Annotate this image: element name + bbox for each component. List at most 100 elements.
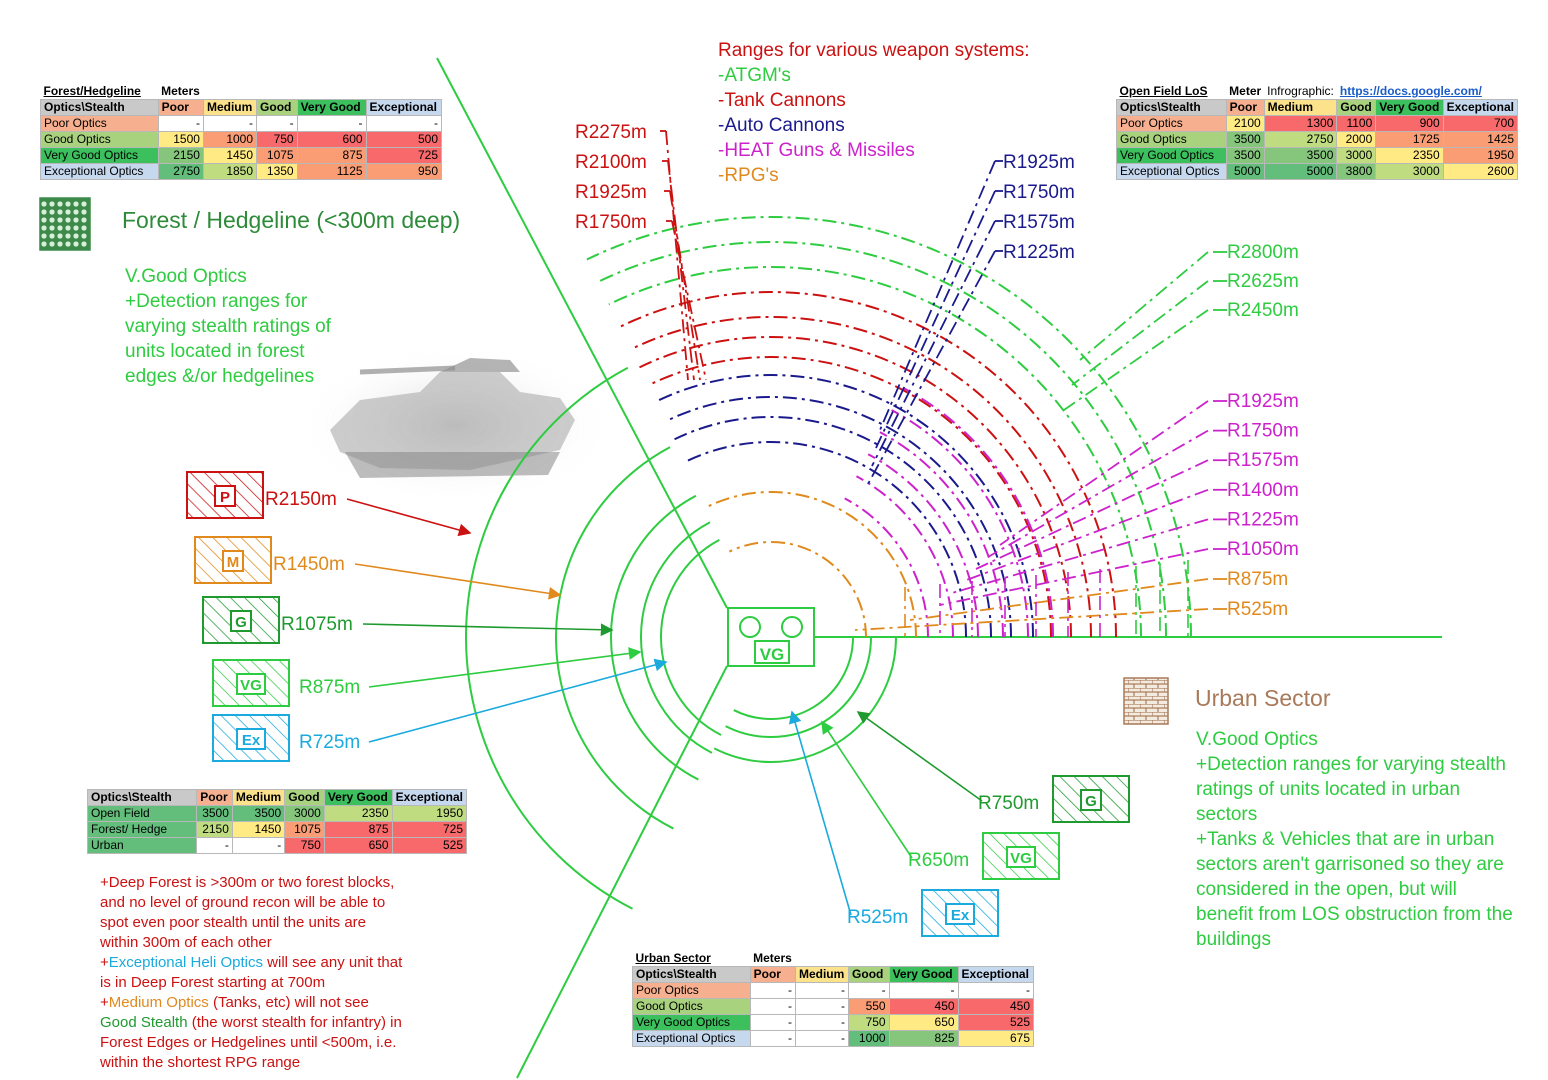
table-cell: 2150: [197, 822, 233, 838]
table-cell: 1725: [1376, 132, 1443, 148]
table-cell: Exceptional Optics: [633, 1031, 751, 1047]
table-header-cell: Very Good: [297, 100, 366, 116]
table-cell: -: [849, 983, 890, 999]
table-cell: 1350: [257, 164, 298, 180]
note-line-6: is in Deep Forest starting at 700m: [100, 973, 402, 993]
deep-forest-notes: +Deep Forest is >300m or two forest bloc…: [100, 873, 402, 1073]
table-header-cell: Exceptional: [392, 790, 466, 806]
table-header-row: Optics\StealthPoorMediumGoodVery GoodExc…: [88, 790, 467, 806]
table-cell: 550: [849, 999, 890, 1015]
table-title-cell: Urban Sector: [633, 951, 751, 967]
table-cell: 1450: [203, 148, 256, 164]
label-leader-lines: R2275mR2100mR1925mR1750mR1925mR1750mR157…: [575, 122, 1299, 637]
table-header-cell: Exceptional: [958, 967, 1033, 983]
urban-line-7: considered in the open, but will: [1196, 877, 1513, 902]
table-cell: 450: [889, 999, 958, 1015]
table-cell: -: [889, 983, 958, 999]
table-cell: 825: [889, 1031, 958, 1047]
table-cell: 3500: [232, 806, 284, 822]
table-cell: 3500: [1226, 148, 1264, 164]
heat-range-label: R1925m: [1227, 391, 1299, 412]
table-cell: -: [297, 116, 366, 132]
table-header-cell: Optics\Stealth: [41, 100, 159, 116]
table-cell: 650: [889, 1015, 958, 1031]
legend-heat: -HEAT Guns & Missiles: [718, 138, 1030, 163]
table-cell: 1125: [297, 164, 366, 180]
table-cell: 1300: [1264, 116, 1337, 132]
urban-stealth-arrow: [822, 722, 912, 858]
urban-line-6: sectors aren't garrisoned so they are: [1196, 852, 1513, 877]
table-cell: 3800: [1337, 164, 1376, 180]
table-cell: 1850: [203, 164, 256, 180]
forest-stealth-marker-3-code: VG: [240, 677, 262, 694]
forest-icon: [40, 198, 90, 250]
forest-line-3: varying stealth ratings of: [125, 314, 331, 339]
heat-range-label: R1400m: [1227, 480, 1299, 501]
brick-icon: [1124, 678, 1168, 724]
table-header-cell: Medium: [795, 967, 848, 983]
table-cell: Exceptional Optics: [1117, 164, 1227, 180]
open-field-los-table: Open Field LoSMeterInfrographic:https://…: [1116, 84, 1518, 180]
urban-line-8: benefit from LOS obstruction from the: [1196, 902, 1513, 927]
heat-range-label: R1225m: [1227, 509, 1299, 530]
table-cell: Open Field: [88, 806, 197, 822]
table-cell: 725: [392, 822, 466, 838]
note-line-1: +Deep Forest is >300m or two forest bloc…: [100, 873, 402, 893]
table-cell: 1100: [1337, 116, 1376, 132]
urban-stealth-range-label: R750m: [978, 793, 1039, 814]
forest-line-1: V.Good Optics: [125, 264, 331, 289]
rpg-range-label: R875m: [1227, 569, 1288, 590]
heat-range-label: R1750m: [1227, 421, 1299, 442]
table-header-cell: Good: [1337, 100, 1376, 116]
note-plus-2: +: [100, 994, 109, 1011]
forest-stealth-marker-1-code: M: [227, 554, 240, 571]
table-cell: 1450: [232, 822, 284, 838]
weapons-legend: Ranges for various weapon systems: -ATGM…: [718, 38, 1030, 188]
table-cell: -: [795, 1015, 848, 1031]
table-header-cell: Good: [849, 967, 890, 983]
note-line-4: within 300m of each other: [100, 933, 402, 953]
forest-stealth-range-label: R1450m: [273, 554, 345, 575]
table-header-cell: Medium: [232, 790, 284, 806]
table-header-row: Optics\StealthPoorMediumGoodVery GoodExc…: [633, 967, 1034, 983]
heat-arc-3: [868, 454, 978, 637]
table-cell: 1950: [1443, 148, 1517, 164]
table-cell: 650: [324, 838, 392, 854]
urban-stealth-marker-0-code: G: [1085, 793, 1097, 810]
table-title-cell: Meter: [1226, 84, 1264, 100]
table-cell: Very Good Optics: [41, 148, 159, 164]
rpg-leader-d: [855, 609, 1208, 630]
table-cell: Good Optics: [41, 132, 159, 148]
table-cell: -: [257, 116, 298, 132]
table-cell: 2350: [1376, 148, 1443, 164]
infographic-link[interactable]: https://docs.google.com/: [1337, 84, 1518, 100]
note-line-9: Forest Edges or Hedgelines until <500m, …: [100, 1033, 402, 1053]
forest-stealth-arrow: [369, 662, 666, 742]
heat-leader-d: [988, 431, 1208, 557]
atgm-range-label: R2800m: [1227, 242, 1299, 263]
table-header-cell: Exceptional: [366, 100, 441, 116]
urban-stealth-marker-1-code: VG: [1010, 850, 1032, 867]
table-cell: Urban: [88, 838, 197, 854]
table-cell: Poor Optics: [633, 983, 751, 999]
table-cell: 750: [285, 838, 325, 854]
rpg-range-label: R525m: [1227, 599, 1288, 620]
urban-stealth-arrow: [858, 712, 982, 801]
table-header-cell: Medium: [1264, 100, 1337, 116]
note-line-8: Good Stealth (the worst stealth for infa…: [100, 1013, 402, 1033]
table-cell: 950: [366, 164, 441, 180]
forest-stealth-marker-0-code: P: [220, 489, 230, 506]
weapons-legend-title: Ranges for various weapon systems:: [718, 38, 1030, 63]
atgm-leader-d: [1080, 252, 1208, 360]
table-header-cell: Poor: [1226, 100, 1264, 116]
table-cell: -: [958, 983, 1033, 999]
heat-leader-d: [964, 490, 1208, 581]
table-cell: 1075: [257, 148, 298, 164]
table-header-cell: Exceptional: [1443, 100, 1517, 116]
table-cell: 2750: [158, 164, 203, 180]
